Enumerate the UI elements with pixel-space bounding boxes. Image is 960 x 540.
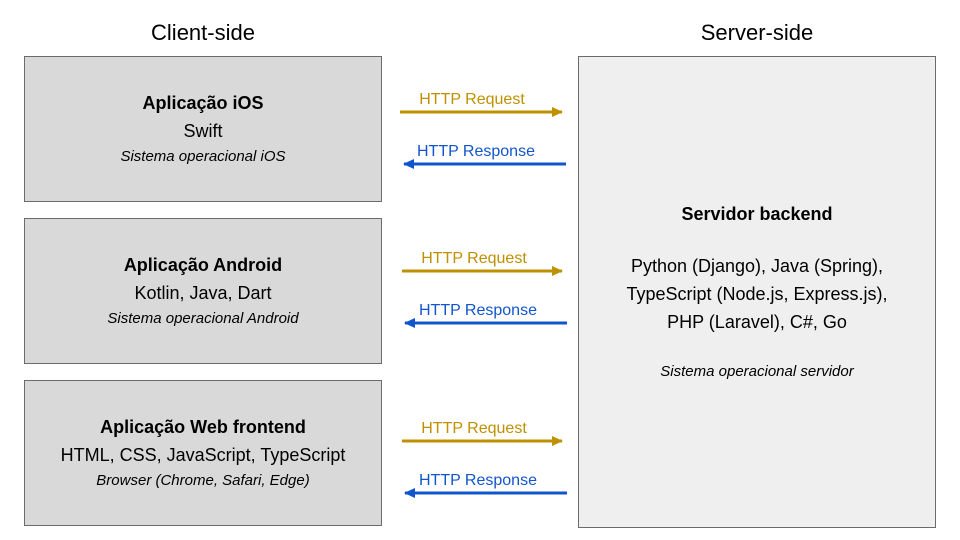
ios-app-box: Aplicação iOS Swift Sistema operacional … bbox=[24, 56, 382, 202]
ios-response-label: HTTP Response bbox=[417, 143, 535, 160]
web-app-box: Aplicação Web frontend HTML, CSS, JavaSc… bbox=[24, 380, 382, 526]
ios-app-os: Sistema operacional iOS bbox=[120, 148, 286, 165]
android-app-languages: Kotlin, Java, Dart bbox=[134, 283, 272, 303]
ios-app-title: Aplicação iOS bbox=[142, 93, 264, 113]
web-response-label: HTTP Response bbox=[419, 472, 537, 489]
client-side-header: Client-side bbox=[151, 20, 255, 45]
server-languages-line-2: TypeScript (Node.js, Express.js), bbox=[626, 284, 888, 304]
server-title: Servidor backend bbox=[681, 204, 833, 224]
android-app-box: Aplicação Android Kotlin, Java, Dart Sis… bbox=[24, 218, 382, 364]
web-app-title: Aplicação Web frontend bbox=[100, 417, 306, 437]
backend-server-box: Servidor backend Python (Django), Java (… bbox=[578, 56, 936, 528]
android-request-label: HTTP Request bbox=[421, 250, 527, 267]
android-app-title: Aplicação Android bbox=[123, 255, 283, 275]
android-response-label: HTTP Response bbox=[419, 302, 537, 319]
web-app-languages: HTML, CSS, JavaScript, TypeScript bbox=[60, 445, 346, 465]
web-request-label: HTTP Request bbox=[421, 420, 527, 437]
ios-app-languages: Swift bbox=[183, 121, 223, 141]
server-side-header: Server-side bbox=[700, 20, 814, 45]
web-app-os: Browser (Chrome, Safari, Edge) bbox=[96, 472, 310, 489]
server-languages-line-3: PHP (Laravel), C#, Go bbox=[667, 312, 847, 332]
ios-request-label: HTTP Request bbox=[419, 91, 525, 108]
server-languages-line-1: Python (Django), Java (Spring), bbox=[630, 256, 884, 276]
android-app-os: Sistema operacional Android bbox=[107, 310, 299, 327]
server-os: Sistema operacional servidor bbox=[660, 363, 854, 380]
